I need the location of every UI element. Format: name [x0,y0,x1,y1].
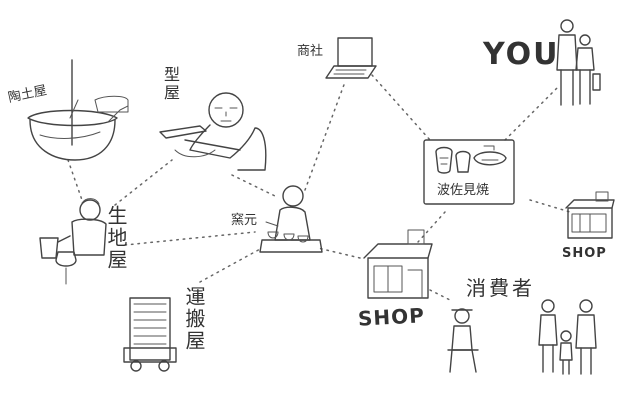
edge-unpan-kamamoto [199,247,263,283]
node-shop-center-label: SHOP [357,303,426,331]
couple-illustration [556,19,601,106]
laptop-illustration [325,37,377,79]
truck-illustration [123,297,177,372]
edge-shop-center-kamamoto [317,247,361,259]
edge-hasami-you [504,84,561,141]
node-mold-maker-label: 型屋 [161,66,180,102]
node-trading-company-label: 商社 [297,44,324,59]
edge-shop-center-consumers [429,289,451,301]
node-you-label: YOU [483,37,560,72]
edge-kamamoto-shosha [304,81,346,191]
clay-maker-illustration [27,59,129,161]
edge-kiji-kataya [114,159,173,206]
connections [67,74,571,301]
edge-shosha-hasami [371,74,431,141]
mold-maker-illustration [159,92,267,171]
consumers-illustration [447,299,597,375]
edge-kiji-kamamoto [124,231,256,246]
edge-hasami-shop-center [417,211,446,243]
hasami-pottery-frame [423,139,515,205]
shop-center-building [363,229,433,299]
edge-toudoya-kiji [67,159,83,201]
node-shop-right-label: SHOP [562,246,607,261]
shop-right-building [565,191,615,239]
edge-kataya-kamamoto [231,174,276,197]
kiln-master-illustration [259,185,323,253]
edge-hasami-shop-right [529,199,571,213]
node-transporter-label: 運搬屋 [182,286,206,352]
node-hasami-ware-label: 波佐見焼 [437,183,490,198]
node-slip-maker-label: 生地屋 [104,205,128,271]
node-consumers-label: 消費者 [466,276,535,300]
slip-pourer-illustration [39,198,107,285]
node-kiln-master-label: 窯元 [231,213,258,228]
